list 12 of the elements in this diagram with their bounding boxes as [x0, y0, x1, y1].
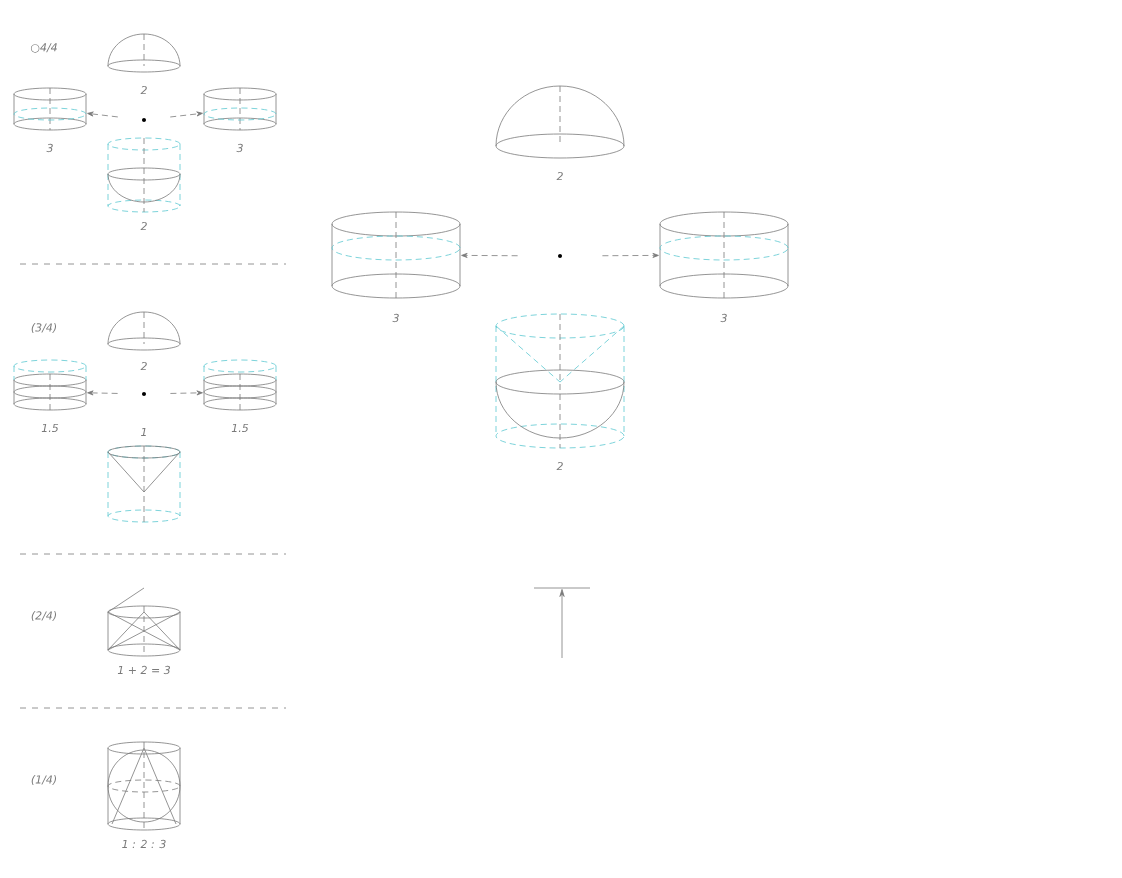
arrow	[602, 252, 659, 258]
cylinder-drawing	[659, 211, 789, 299]
arrow	[87, 111, 119, 118]
arrow	[169, 111, 203, 118]
arrow	[461, 252, 518, 258]
cylinder-drawing	[203, 359, 277, 411]
arrow	[87, 390, 119, 396]
arrow	[170, 390, 203, 396]
cylinder-drawing	[331, 211, 461, 299]
cylinder-drawing	[13, 359, 87, 411]
cylinder-drawing	[13, 87, 87, 131]
cylinder-drawing	[203, 87, 277, 131]
